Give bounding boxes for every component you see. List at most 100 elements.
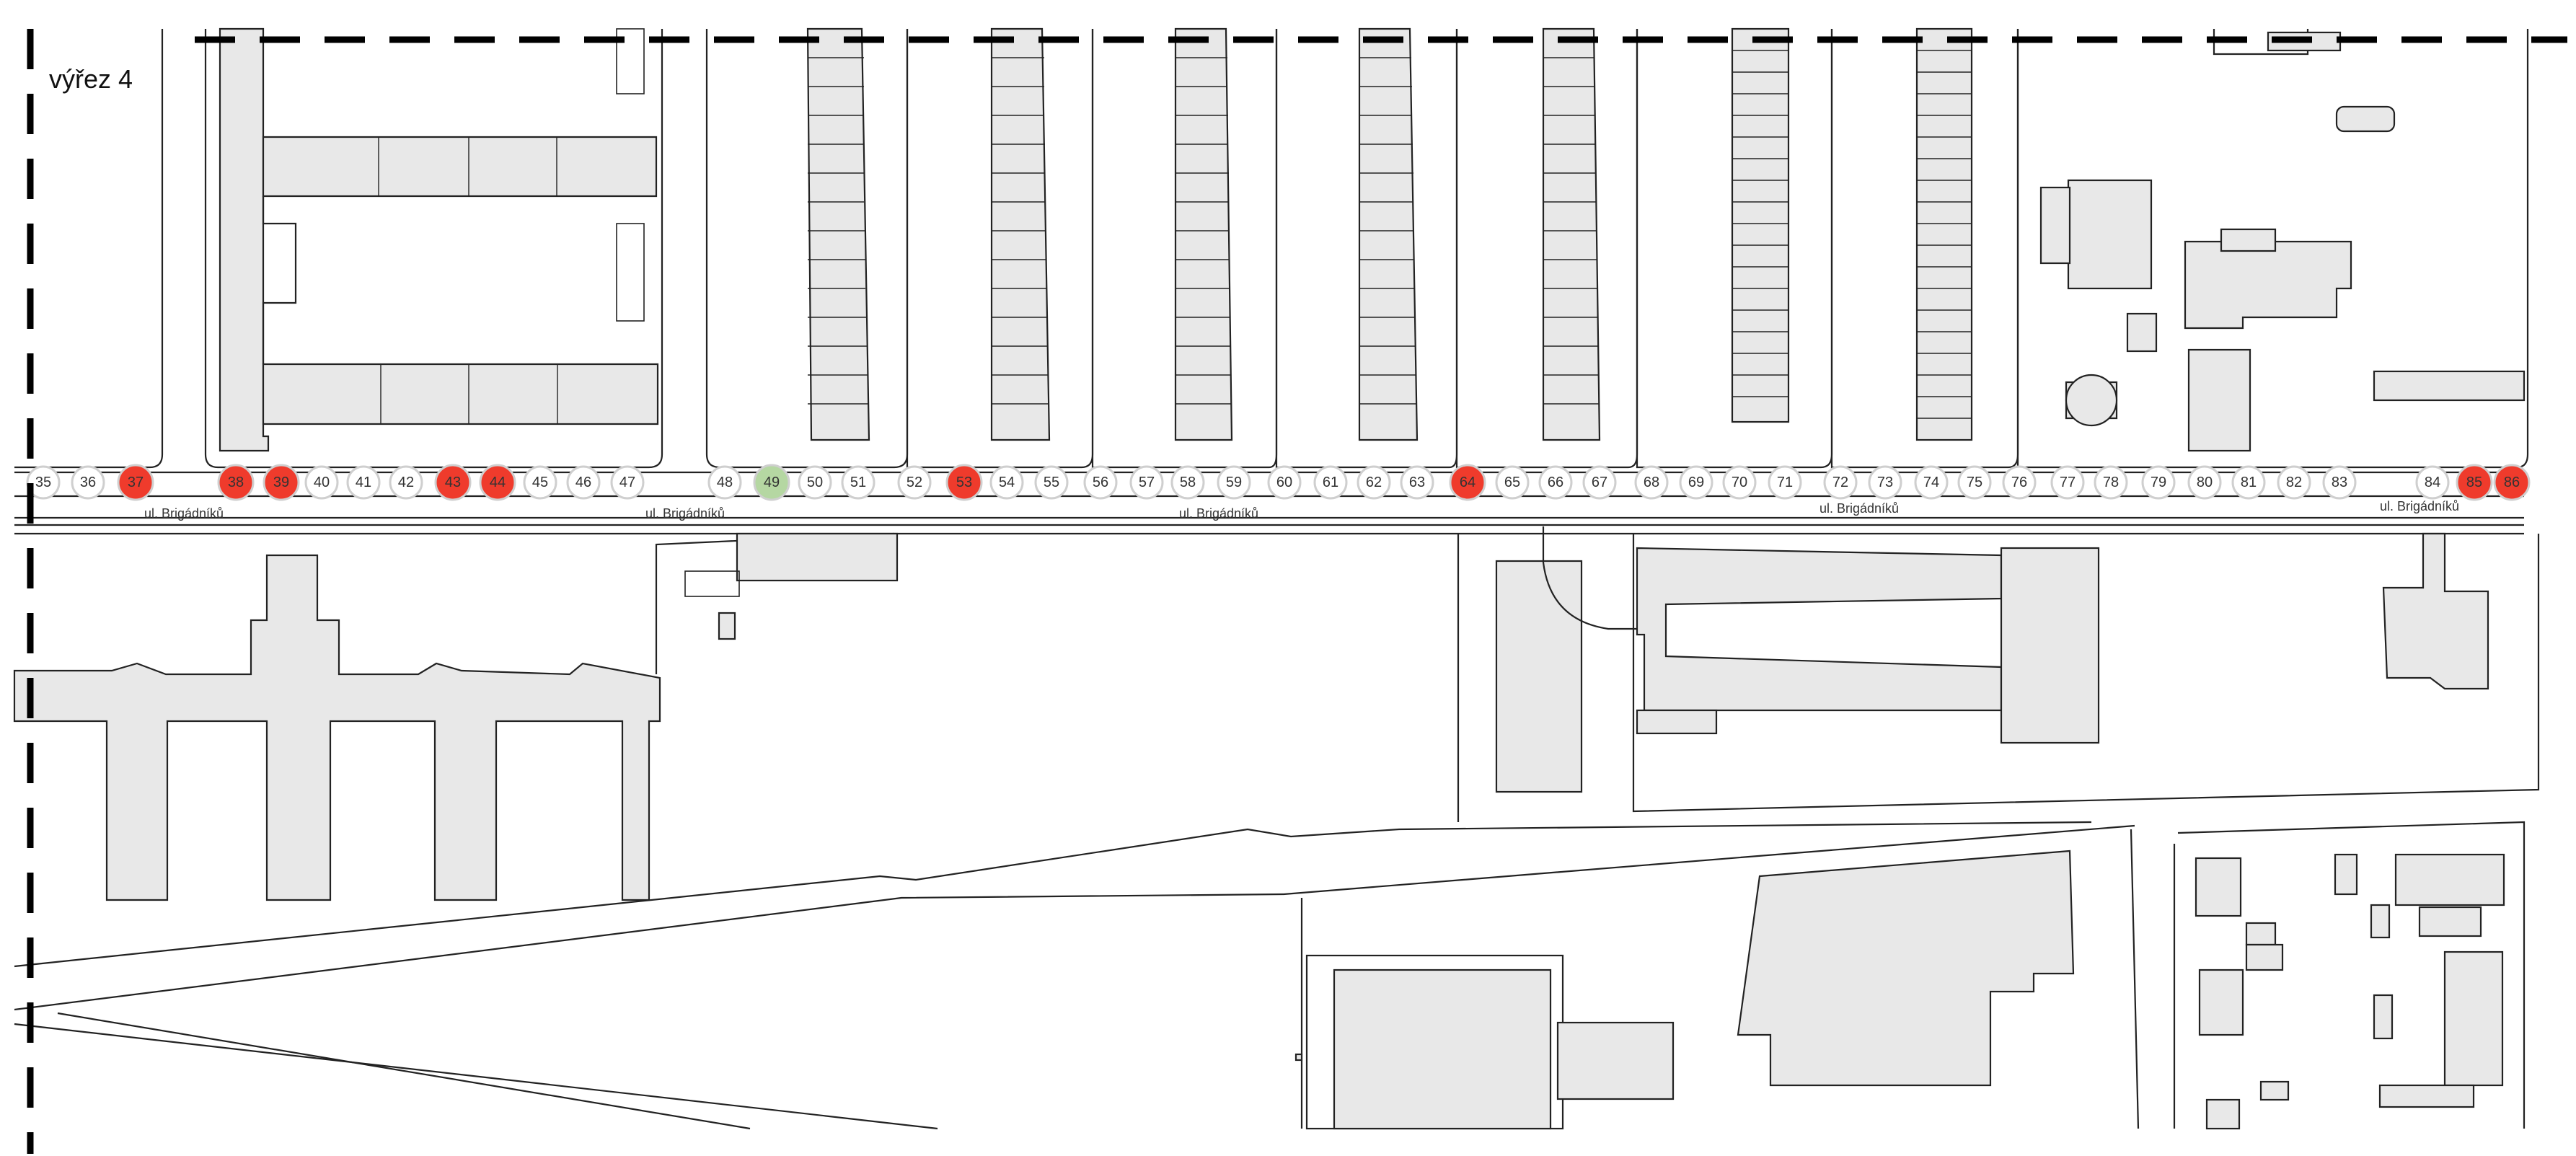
tree-number: 78 xyxy=(2103,475,2119,490)
tree-number: 54 xyxy=(999,475,1015,490)
tree-marker xyxy=(1495,465,1530,500)
tree-number: 58 xyxy=(1180,475,1196,490)
factory xyxy=(1737,850,2075,1087)
tree-47: 47 xyxy=(610,465,645,500)
tree-marker xyxy=(304,465,339,500)
tree-73: 73 xyxy=(1868,465,1902,500)
row-house-2 xyxy=(990,27,1051,441)
industrial-building xyxy=(2067,179,2153,290)
tree-marker xyxy=(1957,465,1992,500)
tree-77: 77 xyxy=(2050,465,2085,500)
house xyxy=(2205,1098,2241,1130)
tree-number: 39 xyxy=(273,475,289,490)
tree-number: 72 xyxy=(1832,475,1848,490)
tree-marker xyxy=(1400,465,1434,500)
tree-number: 61 xyxy=(1323,475,1338,490)
tree-number: 41 xyxy=(356,475,371,490)
tree-number: 65 xyxy=(1504,475,1520,490)
tree-number: 73 xyxy=(1877,475,1893,490)
house xyxy=(2394,853,2505,906)
tree-67: 67 xyxy=(1582,465,1617,500)
street-label: ul. Brigádníků xyxy=(645,506,725,521)
tree-number: 69 xyxy=(1688,475,1704,490)
tree-83: 83 xyxy=(2322,465,2357,500)
small-building xyxy=(2335,105,2396,133)
industrial-building xyxy=(2373,370,2526,402)
utility-building xyxy=(736,532,899,582)
chapel-apse xyxy=(2065,374,2118,427)
tree-marker xyxy=(841,465,875,500)
tree-marker xyxy=(2187,465,2222,500)
tree-70: 70 xyxy=(1722,465,1757,500)
street-labels: ul. Brigádníků ul. Brigádníků ul. Brigád… xyxy=(144,499,2459,521)
small-building xyxy=(1636,709,1718,735)
street-label: ul. Brigádníků xyxy=(1819,501,1899,516)
house xyxy=(2195,857,2242,917)
tree-number: 86 xyxy=(2504,475,2520,490)
tree-number: 67 xyxy=(1592,475,1607,490)
industrial-building xyxy=(2220,228,2277,252)
tree-number: 43 xyxy=(445,475,461,490)
tree-marker xyxy=(1357,465,1391,500)
row-house-5 xyxy=(1542,27,1601,441)
tree-85: 85 xyxy=(2456,464,2493,501)
row-house-3 xyxy=(1174,27,1233,441)
tree-number: 51 xyxy=(850,475,866,490)
tree-marker xyxy=(523,465,557,500)
tree-60: 60 xyxy=(1267,465,1302,500)
tree-41: 41 xyxy=(346,465,381,500)
tree-marker xyxy=(217,464,255,501)
tree-86: 86 xyxy=(2493,464,2531,501)
tree-79: 79 xyxy=(2141,465,2176,500)
tree-number: 50 xyxy=(807,475,823,490)
street-label: ul. Brigádníků xyxy=(144,506,224,521)
tree-number: 38 xyxy=(228,475,244,490)
tree-marker xyxy=(479,464,516,501)
tree-marker xyxy=(2050,465,2085,500)
tree-number: 82 xyxy=(2286,475,2302,490)
tree-number: 74 xyxy=(1923,475,1939,490)
tree-69: 69 xyxy=(1679,465,1713,500)
tree-56: 56 xyxy=(1083,465,1118,500)
tree-marker xyxy=(610,465,645,500)
tree-number: 81 xyxy=(2241,475,2257,490)
tree-number: 52 xyxy=(907,475,922,490)
industrial-building xyxy=(2039,186,2071,265)
tree-66: 66 xyxy=(1538,465,1573,500)
tree-52: 52 xyxy=(897,465,932,500)
tree-marker xyxy=(2415,465,2450,500)
tree-68: 68 xyxy=(1634,465,1669,500)
house xyxy=(2259,1080,2290,1101)
tree-75: 75 xyxy=(1957,465,1992,500)
tree-number: 64 xyxy=(1460,475,1476,490)
tree-number: 40 xyxy=(314,475,330,490)
tree-45: 45 xyxy=(523,465,557,500)
tree-40: 40 xyxy=(304,465,339,500)
industrial-building xyxy=(2184,240,2352,330)
tree-number: 59 xyxy=(1226,475,1242,490)
residential-complex xyxy=(13,554,661,901)
tree-number: 56 xyxy=(1093,475,1108,490)
tree-number: 71 xyxy=(1777,475,1793,490)
street-label: ul. Brigádníků xyxy=(1179,506,1258,521)
house xyxy=(2334,853,2358,896)
tree-marker xyxy=(434,464,472,501)
sports-hall xyxy=(1333,969,1552,1130)
tree-marker xyxy=(945,464,983,501)
tree-number: 85 xyxy=(2466,475,2482,490)
tree-marker xyxy=(2002,465,2037,500)
tree-marker xyxy=(2322,465,2357,500)
tree-46: 46 xyxy=(566,465,601,500)
tree-35: 35 xyxy=(26,465,61,500)
street-label: ul. Brigádníků xyxy=(2380,499,2459,513)
section-frame xyxy=(27,29,2567,1154)
north-blocks xyxy=(14,27,2529,469)
tree-marker xyxy=(2231,465,2266,500)
tree-63: 63 xyxy=(1400,465,1434,500)
tree-marker xyxy=(1170,465,1205,500)
tree-marker xyxy=(1083,465,1118,500)
tree-number: 35 xyxy=(35,475,51,490)
tree-marker xyxy=(753,464,790,501)
